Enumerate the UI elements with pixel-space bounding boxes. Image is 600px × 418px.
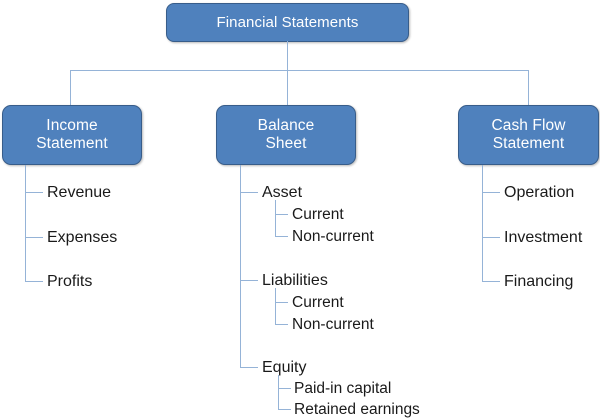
leaf-retained-earnings[interactable]: Retained earnings [294,401,420,418]
leaf-investment[interactable]: Investment [504,229,583,246]
branch-trunk-liabilities [275,288,276,325]
leaf-asset-current[interactable]: Current [292,206,344,223]
node-income-statement[interactable]: Income Statement [2,105,142,165]
node-balance-sheet[interactable]: Balance Sheet [216,105,356,165]
branch-trunk-asset [275,200,276,237]
branch-stub-expenses [25,237,43,238]
leaf-financing[interactable]: Financing [504,273,574,290]
node-label-balance-sheet: Balance Sheet [257,116,315,152]
leaf-profits[interactable]: Profits [47,273,93,290]
leaf-equity[interactable]: Equity [262,359,307,376]
leaf-operation[interactable]: Operation [504,184,575,201]
connector-to-cash-flow-statement [528,70,529,106]
branch-stub-profits [25,281,43,282]
leaf-liabilities-current[interactable]: Current [292,294,344,311]
node-financial-statements[interactable]: Financial Statements [166,3,409,42]
leaf-revenue[interactable]: Revenue [47,184,112,201]
branch-stub-liabilities-current [275,302,288,303]
branch-trunk-balance-sheet [240,165,241,368]
leaf-paid-in-capital[interactable]: Paid-in capital [294,380,392,397]
branch-trunk-income-statement [25,165,26,282]
connector-horizontal-bus [70,70,529,71]
branch-stub-operation [482,192,500,193]
branch-stub-asset-current [275,214,288,215]
branch-trunk-equity [278,375,279,410]
leaf-expenses[interactable]: Expenses [47,229,118,246]
node-cash-flow-statement[interactable]: Cash Flow Statement [458,105,599,165]
branch-stub-liabilities-non-current [275,324,288,325]
leaf-asset-non-current[interactable]: Non-current [292,228,374,245]
branch-stub-financing [482,281,500,282]
leaf-asset[interactable]: Asset [262,184,303,201]
branch-stub-revenue [25,192,43,193]
node-label-income-statement: Income Statement [36,116,108,152]
branch-stub-asset-non-current [275,236,288,237]
branch-stub-retained-earnings [278,409,291,410]
branch-trunk-cash-flow-statement [482,165,483,282]
branch-stub-investment [482,237,500,238]
connector-to-balance-sheet [287,70,288,106]
node-label-root: Financial Statements [216,13,359,31]
branch-stub-liabilities [240,280,258,281]
branch-stub-paid-in-capital [278,388,291,389]
branch-stub-equity [240,367,258,368]
branch-stub-asset [240,192,258,193]
leaf-liabilities[interactable]: Liabilities [262,272,328,289]
connector-root-stem [287,41,288,71]
node-label-cash-flow-statement: Cash Flow Statement [491,116,566,152]
leaf-liabilities-non-current[interactable]: Non-current [292,316,374,333]
connector-to-income-statement [70,70,71,106]
